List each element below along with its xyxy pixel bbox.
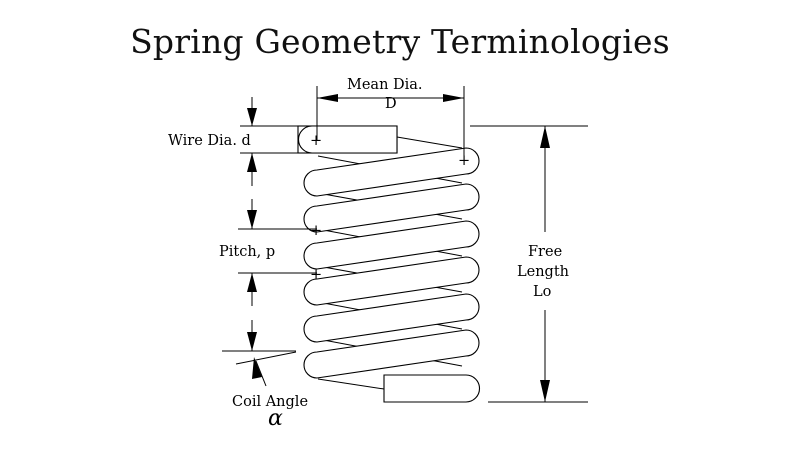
free-length-line1: Free xyxy=(528,244,562,260)
top-end-coil-cap xyxy=(297,125,398,154)
coil-5 xyxy=(303,293,480,343)
coil-angle-symbol: α xyxy=(268,406,283,431)
center-mark-pitch-bottom: + xyxy=(310,267,322,283)
free-length-line2: Length xyxy=(517,264,569,280)
coil-1 xyxy=(303,147,480,197)
wire-dia-label: Wire Dia. d xyxy=(168,133,251,149)
center-mark-pitch-top: + xyxy=(310,223,322,239)
coil-3 xyxy=(303,220,480,270)
pitch-label: Pitch, p xyxy=(219,244,275,260)
wire-dia-dimension: Wire Dia. d xyxy=(168,97,298,186)
center-mark-right: + xyxy=(458,153,470,169)
mean-dia-label: Mean Dia. xyxy=(347,77,423,93)
coil-6 xyxy=(303,329,480,379)
coil-4 xyxy=(303,256,480,306)
free-length-line3: Lo xyxy=(533,284,551,300)
center-mark-top: + xyxy=(310,133,322,149)
coil-2 xyxy=(303,183,480,233)
coil-angle-dimension: Coil Angle α xyxy=(222,320,308,431)
spring-coils xyxy=(297,125,481,403)
mean-dia-symbol: D xyxy=(385,96,397,112)
center-marks: + + + + xyxy=(310,133,470,283)
bottom-end-coil xyxy=(383,374,481,403)
free-length-dimension: Free Length Lo xyxy=(470,125,588,403)
pitch-dimension: Pitch, p xyxy=(219,199,317,306)
mean-dia-dimension: Mean Dia. D xyxy=(316,77,465,160)
coil-angle-label: Coil Angle xyxy=(232,394,308,410)
page-title: Spring Geometry Terminologies xyxy=(130,22,670,61)
